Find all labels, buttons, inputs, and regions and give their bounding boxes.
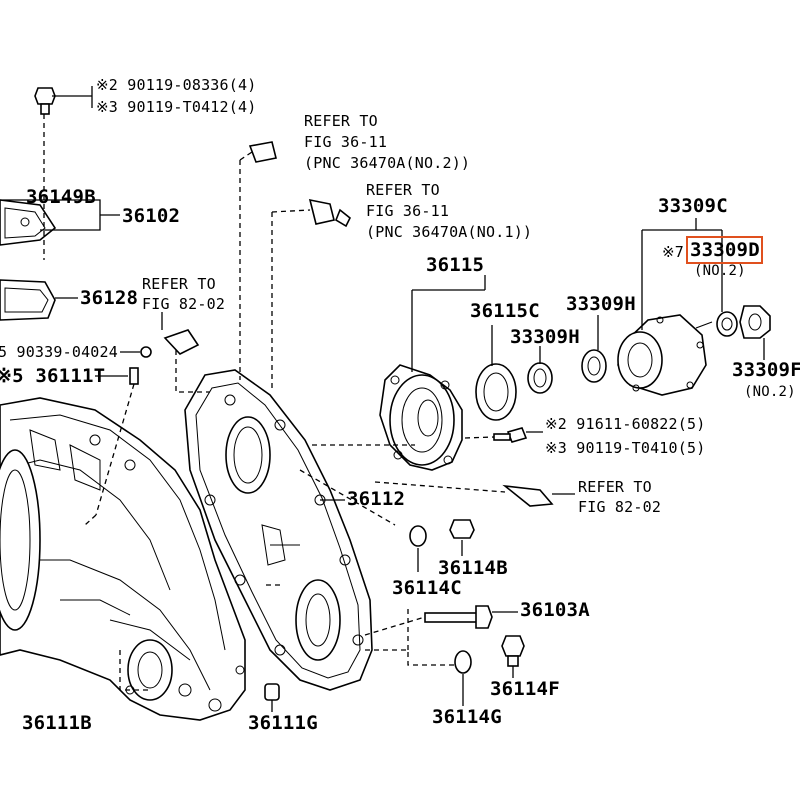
part-33309H-b: 33309H	[566, 293, 636, 315]
part-33309F: 33309F	[732, 359, 800, 381]
part-36103A: 36103A	[520, 599, 590, 621]
part-33309D: 33309D	[690, 239, 760, 261]
part-36102: 36102	[122, 205, 181, 227]
bolt-label-a: ※2 90119-08336(4)	[96, 76, 257, 94]
refer-label-2a: REFER TO	[366, 181, 440, 199]
refer-label-2b: FIG 36-11	[366, 202, 450, 220]
small-seals	[527, 349, 607, 394]
refer-label-1b: FIG 36-11	[304, 133, 388, 151]
refer-label-3a: REFER TO	[142, 275, 216, 293]
part-36114C: 36114C	[392, 577, 462, 599]
part-36111G: 36111G	[248, 712, 318, 734]
seal	[475, 363, 517, 421]
part-36115C: 36115C	[470, 300, 540, 322]
part-36114B: 36114B	[438, 557, 508, 579]
washer-and-nut	[716, 305, 771, 339]
part-33309C: 33309C	[658, 195, 728, 217]
refer-label-4a: REFER TO	[578, 478, 652, 496]
bolt-label-d: ※3 90119-T0410(5)	[545, 439, 706, 457]
part-90339: 5 90339-04024	[0, 343, 118, 361]
refer-label-1a: REFER TO	[304, 112, 378, 130]
part-36112: 36112	[347, 488, 406, 510]
mark-note-7: ※7	[662, 243, 684, 261]
part-36114F: 36114F	[490, 678, 560, 700]
part-36115: 36115	[426, 254, 485, 276]
middle-case	[184, 369, 373, 691]
part-33309H-a: 33309H	[510, 326, 580, 348]
leader-lines	[0, 86, 765, 712]
refer-label-2c: (PNC 36470A(NO.1))	[366, 223, 533, 241]
part-36111B: 36111B	[22, 712, 92, 734]
part-33309F-qty: (NO.2)	[744, 384, 796, 400]
extension-housing	[379, 364, 463, 471]
bolt-label-b: ※3 90119-T0412(4)	[96, 98, 257, 116]
alignment-lines	[43, 114, 506, 691]
part-33309D-qty: (NO.2)	[694, 263, 746, 279]
part-36114G: 36114G	[432, 706, 502, 728]
refer-label-4b: FIG 82-02	[578, 498, 662, 516]
refer-label-3b: FIG 82-02	[142, 295, 226, 313]
flange	[617, 314, 713, 396]
part-highlight-box	[686, 236, 763, 264]
case-housing-left	[0, 397, 246, 721]
part-36128: 36128	[80, 287, 139, 309]
refer-label-1c: (PNC 36470A(NO.2))	[304, 154, 471, 172]
bolts	[34, 87, 554, 701]
top-plate	[0, 199, 57, 321]
part-36149B: 36149B	[26, 186, 96, 208]
part-36111T: ※5 36111T	[0, 365, 106, 387]
bolt-label-c: ※2 91611-60822(5)	[545, 415, 706, 433]
